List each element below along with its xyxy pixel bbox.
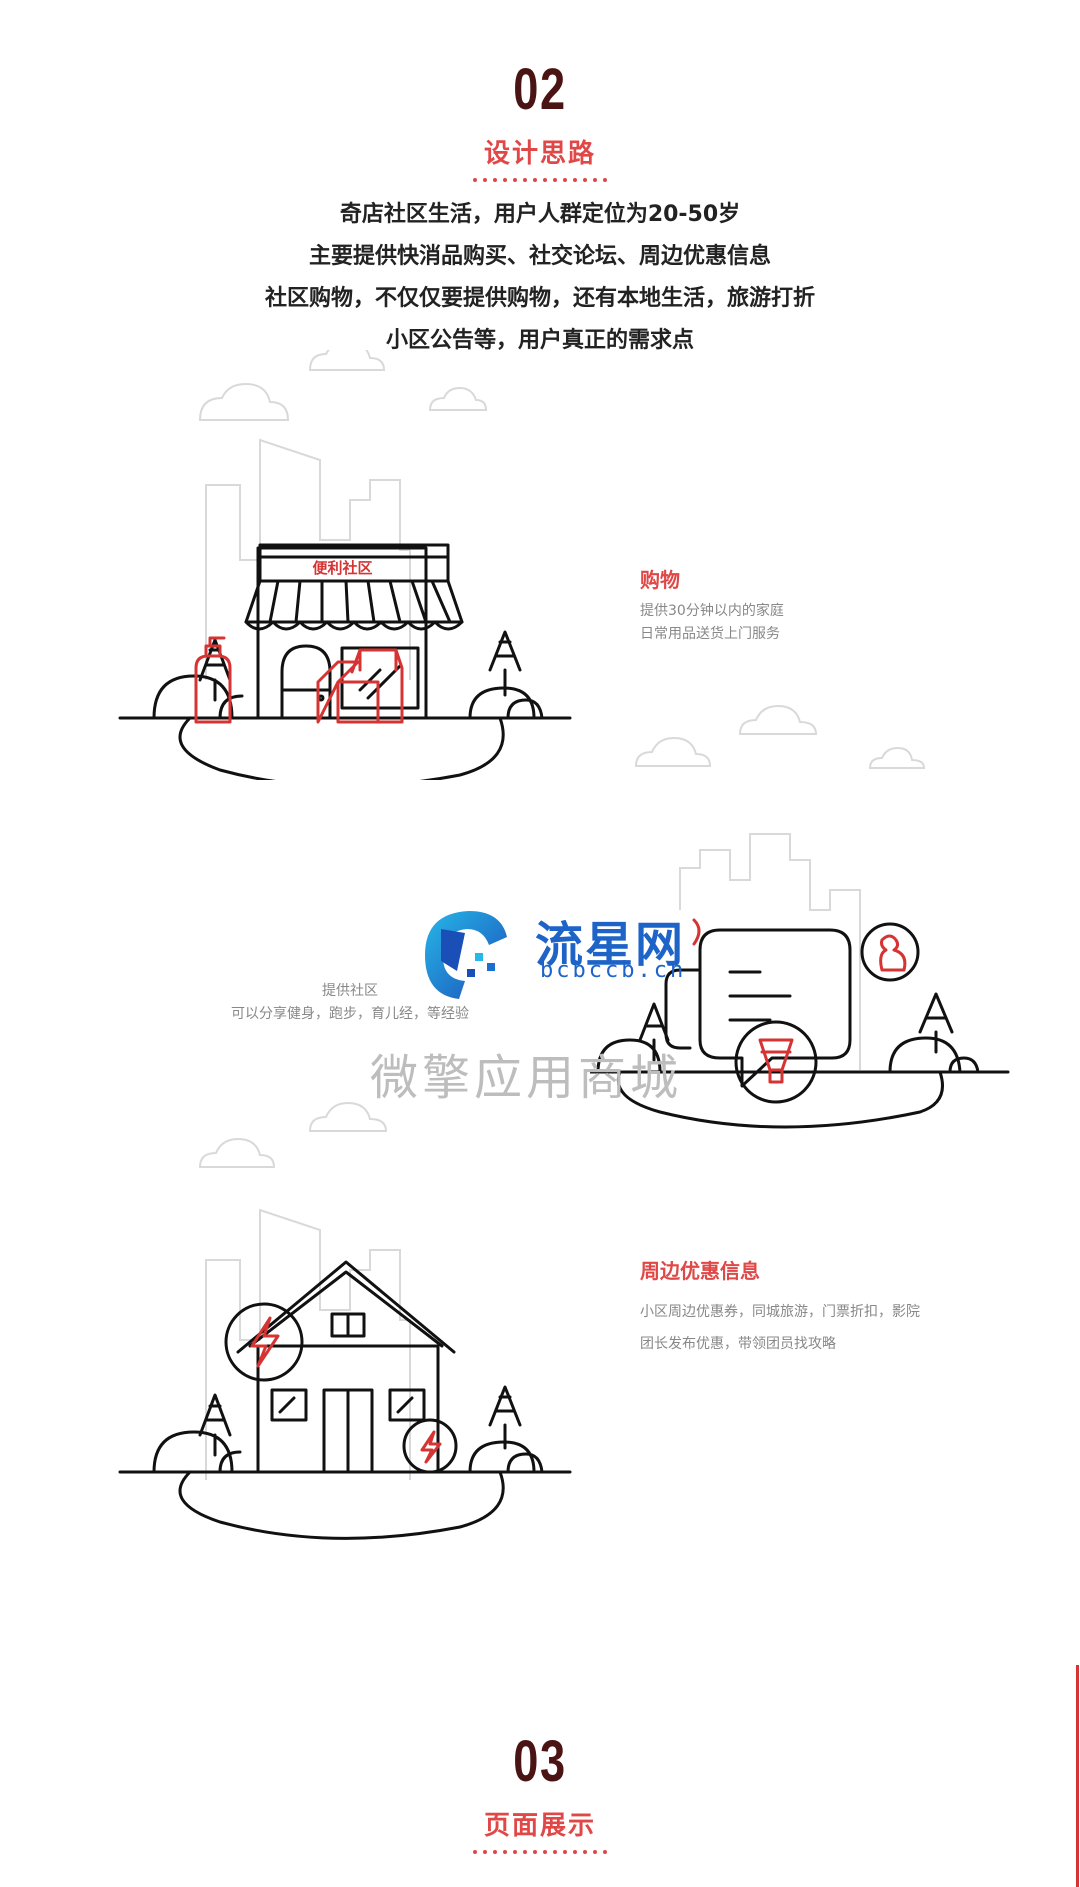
community-illustration — [590, 833, 1010, 1129]
intro-line-4: 小区公告等，用户真正的需求点 — [385, 328, 694, 353]
watermark-brand: 流星网 — [535, 917, 686, 973]
feature-deals-desc-line-2: 团长发布优惠，带领团员找攻略 — [640, 1336, 836, 1352]
watermark-app-text: 微擎应用商城 — [370, 1050, 683, 1106]
feature-shop-desc: 提供30分钟以内的家庭 日常用品送货上门服务 — [640, 600, 784, 646]
section-title-design: 设计思路 — [483, 139, 596, 169]
section-number-03: 03 — [513, 1729, 567, 1794]
feature-shop-desc-line-1: 提供30分钟以内的家庭 — [640, 603, 784, 619]
feature-deals-desc-line-1: 小区周边优惠券，同城旅游，门票折扣，影院 — [640, 1304, 920, 1320]
intro-line-1: 奇店社区生活，用户人群定位为20-50岁 — [339, 202, 741, 227]
intro-line-3: 社区购物，不仅仅要提供购物，还有本地生活，旅游打折 — [264, 286, 815, 311]
section-title-pages: 页面展示 — [483, 1811, 596, 1841]
title-dots-divider-2 — [0, 1850, 1080, 1856]
feature-shop-desc-line-2: 日常用品送货上门服务 — [640, 626, 780, 642]
feature-deals-desc: 小区周边优惠券，同城旅游，门票折扣，影院 团长发布优惠，带领团员找攻略 — [640, 1296, 920, 1360]
clouds-right — [634, 704, 926, 769]
store-illustration — [118, 350, 572, 780]
watermark-url: bcbccb.cn — [540, 958, 687, 983]
feature-deals-title: 周边优惠信息 — [640, 1259, 760, 1283]
feature-community-desc-line-2: 可以分享健身，跑步，育儿经，等经验 — [231, 1006, 469, 1022]
feature-community-desc-line-1: 提供社区 — [322, 983, 378, 999]
intro-line-2: 主要提供快消品购买、社交论坛、周边优惠信息 — [308, 244, 771, 269]
store-sign-label: 便利社区 — [312, 559, 373, 577]
edge-accent-line — [1076, 1665, 1079, 1887]
feature-shop-title: 购物 — [640, 568, 680, 592]
feature-community-desc: 提供社区 可以分享健身，跑步，育儿经，等经验 — [200, 980, 500, 1026]
title-dots-divider — [0, 178, 1080, 184]
brand-logo-icon — [425, 911, 507, 999]
section-number-02: 02 — [513, 57, 567, 122]
intro-text: 奇店社区生活，用户人群定位为20-50岁 主要提供快消品购买、社交论坛、周边优惠… — [0, 194, 1080, 362]
clouds-left — [198, 1101, 388, 1168]
house-illustration — [118, 1208, 572, 1540]
